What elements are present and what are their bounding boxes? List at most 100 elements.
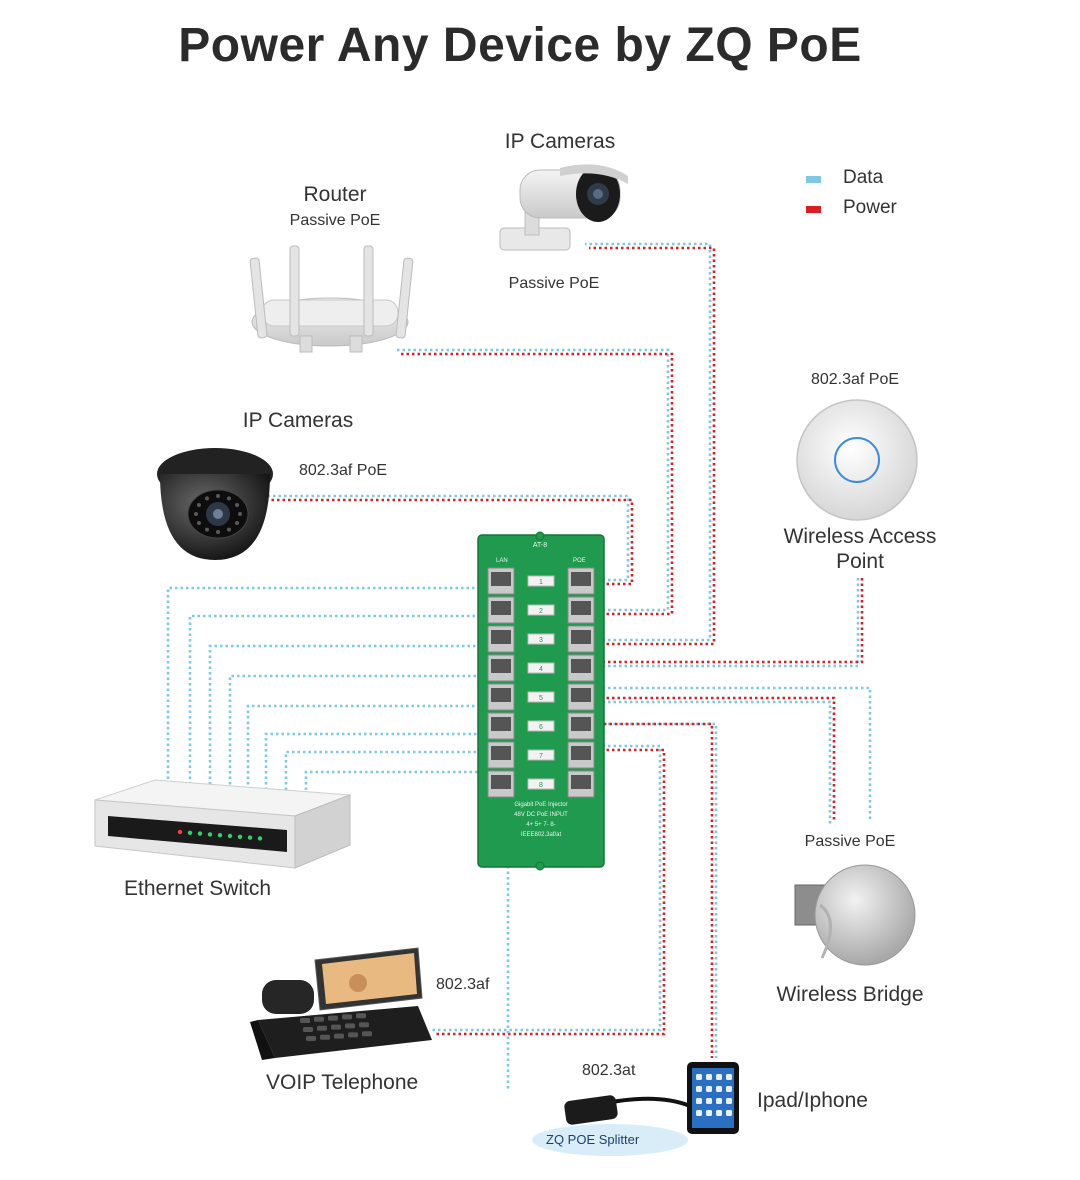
tablet-name: Ipad/Iphone: [757, 1089, 868, 1112]
app-icon: [726, 1074, 732, 1080]
app-icon: [706, 1086, 712, 1092]
phone-key: [356, 1013, 366, 1019]
voip-phone-image: [250, 947, 432, 1060]
phone-key: [334, 1033, 344, 1039]
app-icon: [696, 1110, 702, 1116]
ir-led: [227, 496, 231, 501]
poe-port-socket-1: [571, 572, 591, 586]
poe-port-socket-3: [571, 630, 591, 644]
phone-key: [314, 1016, 324, 1022]
poe-port-socket-2: [571, 601, 591, 615]
phone-key: [345, 1023, 355, 1029]
cable-switch-6: [264, 732, 492, 790]
app-icon: [726, 1098, 732, 1104]
injector-model: AT-8: [532, 542, 548, 549]
cable-paths: [166, 242, 872, 1090]
switch-led: [237, 834, 243, 839]
phone-key: [348, 1032, 358, 1038]
injector-caption-1: Gigabit PoE Injector: [514, 802, 568, 808]
lan-port-socket-2: [491, 601, 511, 615]
cable-tablet-power: [593, 722, 714, 1058]
cable-access-point-data: [597, 578, 860, 668]
switch-led: [177, 829, 183, 835]
legend-power-swatch: [806, 206, 821, 213]
poe-port-socket-5: [571, 688, 591, 702]
app-icon: [726, 1086, 732, 1092]
app-icon: [696, 1098, 702, 1104]
cable-tablet-data: [597, 722, 718, 1058]
port-number-tag-1: [527, 575, 555, 587]
router-image: [249, 245, 414, 353]
dome-camera-name: IP Cameras: [242, 409, 354, 432]
phone-key: [331, 1024, 341, 1030]
phone-key: [320, 1034, 330, 1040]
wireless-bridge-poe: Passive PoE: [804, 833, 896, 850]
port-number-tag-8: [527, 778, 555, 790]
cable-wireless-bridge-data: [597, 700, 832, 824]
port-number-8: 8: [539, 782, 543, 789]
splitter-image: [532, 1095, 691, 1156]
phone-key: [300, 1018, 310, 1023]
cable-switch-8: [304, 770, 492, 790]
ir-led: [196, 503, 201, 507]
poe-port-socket-6: [571, 717, 591, 731]
legend-power-label: Power: [843, 197, 897, 218]
lan-port-socket-6: [491, 717, 511, 731]
app-icon: [706, 1110, 712, 1116]
port-number-1: 1: [539, 579, 543, 586]
cable-switch-5: [246, 704, 492, 790]
cable-voip-phone-data: [432, 744, 662, 1032]
switch-led: [257, 836, 263, 841]
app-icon: [726, 1110, 732, 1116]
poe-port-socket-8: [571, 775, 591, 789]
splitter-name: ZQ POE Splitter: [546, 1132, 640, 1147]
port-number-6: 6: [539, 724, 543, 731]
ir-led: [216, 494, 220, 498]
injector-lan-label: LAN: [496, 558, 508, 564]
cable-switch-7: [284, 750, 492, 790]
injector-caption-4: IEEE802.3af/at: [520, 832, 562, 838]
app-icon: [706, 1098, 712, 1104]
router-name: Router: [303, 183, 367, 206]
injector-caption-2: 48V DC PoE INPUT: [514, 812, 568, 818]
app-icon: [696, 1074, 702, 1080]
phone-key: [362, 1031, 372, 1037]
injector-caption-3: 4+ 5+ 7- 8-: [526, 822, 556, 828]
voip-phone-name: VOIP Telephone: [266, 1071, 419, 1094]
ir-led: [194, 512, 198, 516]
ethernet-switch-name: Ethernet Switch: [124, 877, 272, 900]
cable-router-data: [395, 348, 670, 612]
app-icon: [706, 1074, 712, 1080]
cable-switch-3: [208, 644, 492, 790]
ir-led: [235, 503, 240, 507]
app-icon: [716, 1086, 722, 1092]
bullet-camera-image: [499, 164, 628, 251]
page-title: Power Any Device by ZQ PoE: [178, 19, 862, 72]
cable-voip-phone-power: [436, 748, 666, 1036]
ir-led: [216, 530, 220, 534]
cable-dome-camera-power: [266, 498, 634, 586]
tablet-image: [687, 1062, 739, 1134]
switch-led: [217, 833, 223, 838]
bullet-camera-name: IP Cameras: [504, 130, 616, 153]
phone-key: [303, 1027, 313, 1032]
port-number-tag-3: [527, 633, 555, 645]
port-number-tag-6: [527, 720, 555, 732]
wireless-bridge-name: Wireless Bridge: [776, 983, 924, 1006]
port-number-2: 2: [539, 608, 543, 615]
access-point-name-line1: Wireless Access: [783, 525, 937, 548]
cable-access-point-power: [597, 578, 864, 664]
port-number-7: 7: [539, 753, 543, 760]
switch-led: [247, 835, 253, 840]
ir-led: [205, 496, 209, 501]
port-number-tag-7: [527, 749, 555, 761]
port-number-3: 3: [539, 637, 543, 644]
phone-key: [359, 1022, 369, 1028]
lan-port-socket-1: [491, 572, 511, 586]
cable-switch-1: [166, 586, 492, 790]
ir-led: [227, 527, 231, 532]
router-poe: Passive PoE: [289, 212, 381, 229]
switch-led: [227, 833, 233, 839]
access-point-name-line2: Point: [836, 550, 884, 573]
